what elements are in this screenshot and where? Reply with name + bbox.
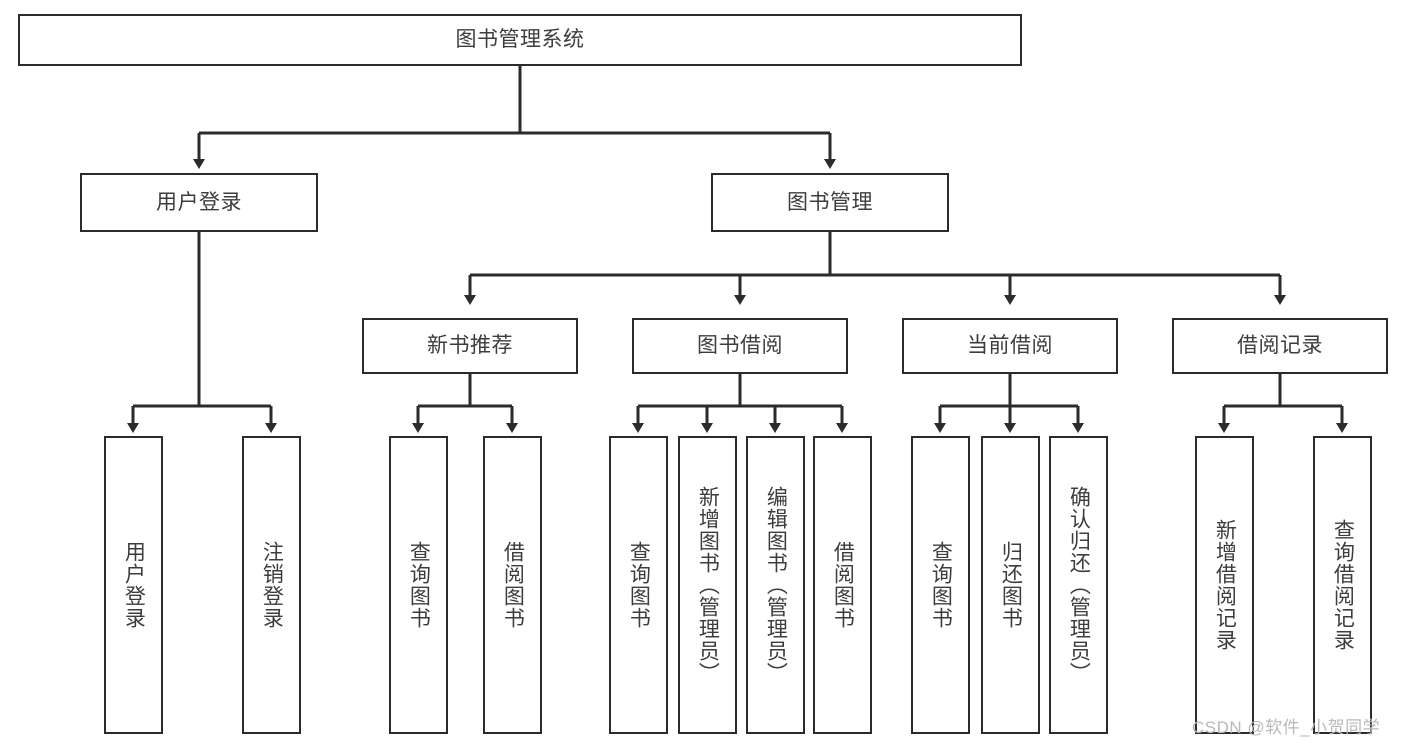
node-label: 注销登录 — [260, 541, 284, 629]
node-current-borrow[interactable]: 当前借阅 — [902, 318, 1118, 374]
leaf-borrow-record-query-record[interactable]: 查询借阅记录 — [1313, 436, 1372, 734]
node-label: 确认归还（管理员） — [1067, 486, 1091, 684]
node-user-login[interactable]: 用户登录 — [80, 173, 318, 232]
node-label: 编辑图书（管理员） — [764, 486, 788, 684]
leaf-book-borrow-edit-book-admin[interactable]: 编辑图书（管理员） — [746, 436, 805, 734]
csdn-watermark: CSDN @软件_小贺同学 — [1192, 718, 1381, 737]
node-label: 查询借阅记录 — [1331, 519, 1355, 651]
node-label: 查询图书 — [929, 541, 953, 629]
leaf-book-borrow-query-book[interactable]: 查询图书 — [609, 436, 668, 734]
node-label: 归还图书 — [999, 541, 1023, 629]
leaf-borrow-record-add-record[interactable]: 新增借阅记录 — [1195, 436, 1254, 734]
leaf-new-book-borrow-book[interactable]: 借阅图书 — [483, 436, 542, 734]
node-root-book-management-system[interactable]: 图书管理系统 — [18, 14, 1022, 66]
node-label: 借阅图书 — [831, 541, 855, 629]
node-label: 图书借阅 — [697, 334, 783, 358]
node-label: 用户登录 — [122, 541, 146, 629]
node-label: 查询图书 — [407, 541, 431, 629]
node-label: 借阅图书 — [501, 541, 525, 629]
node-label: 图书管理系统 — [455, 28, 585, 52]
leaf-user-login-logout[interactable]: 注销登录 — [242, 436, 301, 734]
node-label: 新书推荐 — [427, 334, 513, 358]
node-new-book-recommend[interactable]: 新书推荐 — [362, 318, 578, 374]
leaf-current-borrow-return-book[interactable]: 归还图书 — [981, 436, 1040, 734]
node-borrow-record[interactable]: 借阅记录 — [1172, 318, 1388, 374]
node-label: 查询图书 — [627, 541, 651, 629]
leaf-current-borrow-confirm-return-admin[interactable]: 确认归还（管理员） — [1049, 436, 1108, 734]
leaf-new-book-query-book[interactable]: 查询图书 — [389, 436, 448, 734]
leaf-book-borrow-add-book-admin[interactable]: 新增图书（管理员） — [678, 436, 737, 734]
node-label: 新增借阅记录 — [1213, 519, 1237, 651]
leaf-user-login-login[interactable]: 用户登录 — [104, 436, 163, 734]
leaf-current-borrow-query-book[interactable]: 查询图书 — [911, 436, 970, 734]
node-label: 图书管理 — [787, 190, 873, 214]
node-book-borrow[interactable]: 图书借阅 — [632, 318, 848, 374]
node-label: 用户登录 — [156, 190, 242, 214]
node-label: 新增图书（管理员） — [696, 486, 720, 684]
node-book-management[interactable]: 图书管理 — [711, 173, 949, 232]
node-label: 当前借阅 — [967, 334, 1053, 358]
leaf-book-borrow-borrow-book[interactable]: 借阅图书 — [813, 436, 872, 734]
node-label: 借阅记录 — [1237, 334, 1323, 358]
